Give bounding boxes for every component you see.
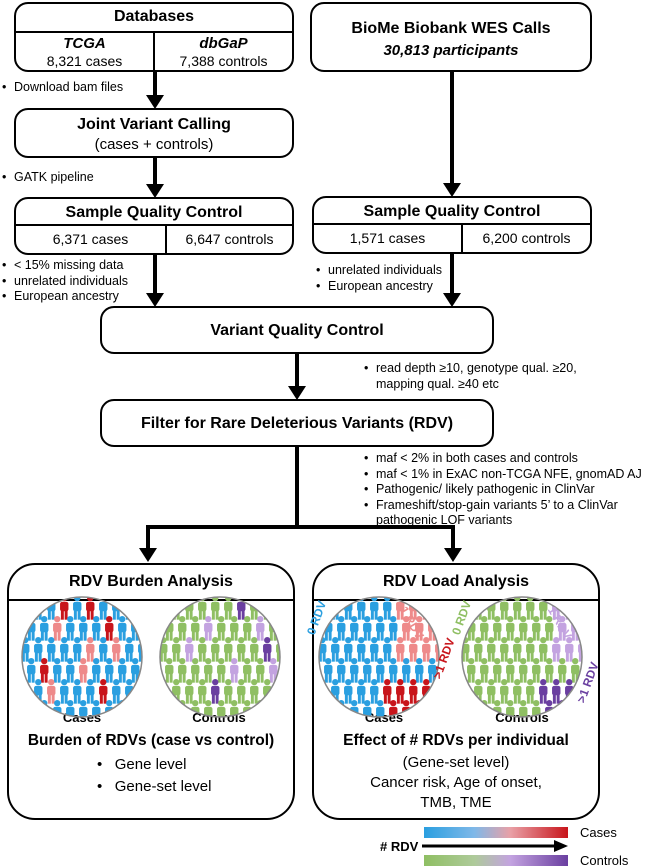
- note-item: maf < 1% in ExAC non-TCGA NFE, gnomAD AJ: [364, 467, 642, 483]
- note-item-cont: mapping qual. ≥40 etc: [376, 376, 499, 391]
- connector-line: [295, 354, 299, 388]
- tcga-name: TCGA: [63, 35, 106, 52]
- connector-line: [153, 255, 157, 296]
- sqc-right-controls: 6,200 controls: [482, 230, 571, 246]
- note-item: GATK pipeline: [2, 170, 94, 186]
- note-sqc-left: < 15% missing data unrelated individuals…: [2, 258, 128, 305]
- sqc-left-title: Sample Quality Control: [65, 204, 243, 221]
- load-line: (Gene-set level): [402, 754, 510, 771]
- dbgap-name: dbGaP: [199, 35, 248, 52]
- connector-line: [451, 525, 455, 550]
- note-item-cont: pathogenic LOF variants: [376, 513, 513, 527]
- note-gatk: GATK pipeline: [2, 170, 94, 186]
- rdv-filter-box: Filter for Rare Deleterious Variants (RD…: [100, 399, 494, 447]
- note-item: Pathogenic/ likely pathogenic in ClinVar: [364, 482, 642, 498]
- load-cases-label: Cases: [364, 710, 404, 725]
- connector-line: [146, 525, 150, 550]
- note-item: European ancestry: [316, 279, 442, 295]
- arrow-head: [146, 184, 164, 198]
- sqc-right-title: Sample Quality Control: [363, 203, 541, 220]
- sqc-right-split: [461, 223, 463, 252]
- biome-title: BioMe Biobank WES Calls: [351, 20, 551, 37]
- load-divider: [314, 599, 598, 601]
- rdv-title: Filter for Rare Deleterious Variants (RD…: [140, 415, 454, 432]
- burden-item-geneset: • Gene-set level: [97, 778, 212, 795]
- legend: # RDV Cases Controls: [370, 825, 670, 868]
- arrow-head: [443, 293, 461, 307]
- load-analysis-box: RDV Load Analysis Cases Controls Effect …: [312, 563, 600, 820]
- note-item: unrelated individuals: [316, 263, 442, 279]
- note-item: read depth ≥10, genotype qual. ≥20,: [364, 361, 577, 377]
- burden-title: RDV Burden Analysis: [69, 573, 233, 590]
- burden-item-label: Gene level: [114, 756, 187, 773]
- legend-cases-label: Cases: [580, 825, 617, 840]
- databases-split: [153, 31, 155, 70]
- sqc-left-divider: [16, 224, 292, 226]
- sqc-right-divider: [314, 223, 590, 225]
- arrow-head: [288, 386, 306, 400]
- note-item: < 15% missing data: [2, 258, 128, 274]
- note-item: European ancestry: [2, 289, 128, 305]
- connector-line: [295, 447, 299, 527]
- note-sqc-right: unrelated individuals European ancestry: [316, 263, 442, 294]
- burden-divider: [9, 599, 293, 601]
- note-item: Download bam files: [2, 80, 123, 96]
- burden-controls-label: Controls: [192, 710, 246, 725]
- legend-cases-bar: [424, 827, 568, 838]
- load-line: TMB, TME: [420, 794, 492, 811]
- legend-controls-bar: [424, 855, 568, 866]
- vqc-title: Variant Quality Control: [210, 322, 384, 339]
- legend-arrow-icon: [422, 840, 568, 852]
- dbgap-count: 7,388 controls: [179, 53, 268, 69]
- biome-box: BioMe Biobank WES Calls 30,813 participa…: [310, 2, 592, 72]
- arrow-head: [139, 548, 157, 562]
- burden-item-gene: • Gene level: [97, 756, 187, 773]
- arrow-head: [443, 183, 461, 197]
- biome-participants: 30,813 participants: [383, 42, 519, 59]
- burden-subtitle: Burden of RDVs (case vs control): [27, 732, 275, 749]
- variant-qc-box: Variant Quality Control: [100, 306, 494, 354]
- load-subtitle: Effect of # RDVs per individual: [343, 732, 569, 749]
- sample-qc-right-box: Sample Quality Control 1,571 cases 6,200…: [312, 196, 592, 254]
- load-title: RDV Load Analysis: [382, 573, 530, 590]
- sqc-right-cases: 1,571 cases: [349, 230, 426, 246]
- databases-title: Databases: [113, 8, 195, 25]
- load-controls-label: Controls: [495, 710, 549, 725]
- load-line: Cancer risk, Age of onset,: [370, 774, 542, 791]
- connector-line: [146, 525, 455, 529]
- joint-calling-box: Joint Variant Calling (cases + controls): [14, 108, 294, 158]
- arrow-head: [146, 95, 164, 109]
- burden-analysis-box: RDV Burden Analysis Cases Controls Burde…: [7, 563, 295, 820]
- arrow-head: [146, 293, 164, 307]
- note-vqc: read depth ≥10, genotype qual. ≥20, mapp…: [364, 361, 577, 392]
- sample-qc-left-box: Sample Quality Control 6,371 cases 6,647…: [14, 197, 294, 255]
- note-download: Download bam files: [2, 80, 123, 96]
- databases-box: Databases TCGA 8,321 cases dbGaP 7,388 c…: [14, 2, 294, 72]
- burden-cases-label: Cases: [62, 710, 102, 725]
- sqc-left-controls: 6,647 controls: [185, 231, 274, 247]
- connector-line: [450, 72, 454, 186]
- arrow-head: [444, 548, 462, 562]
- note-item: Frameshift/stop-gain variants 5’ to a Cl…: [364, 498, 642, 514]
- connector-line: [153, 72, 157, 98]
- burden-item-label: Gene-set level: [114, 778, 212, 795]
- joint-subtitle: (cases + controls): [94, 136, 214, 153]
- note-rdv: maf < 2% in both cases and controls maf …: [364, 451, 642, 529]
- sqc-left-cases: 6,371 cases: [52, 231, 129, 247]
- connector-line: [450, 254, 454, 296]
- connector-line: [153, 158, 157, 186]
- note-item: unrelated individuals: [2, 274, 128, 290]
- legend-controls-label: Controls: [580, 853, 629, 868]
- sqc-left-split: [165, 224, 167, 253]
- legend-rdv-label: # RDV: [380, 839, 419, 854]
- joint-title: Joint Variant Calling: [77, 116, 231, 133]
- note-item: maf < 2% in both cases and controls: [364, 451, 642, 467]
- tcga-count: 8,321 cases: [46, 53, 123, 69]
